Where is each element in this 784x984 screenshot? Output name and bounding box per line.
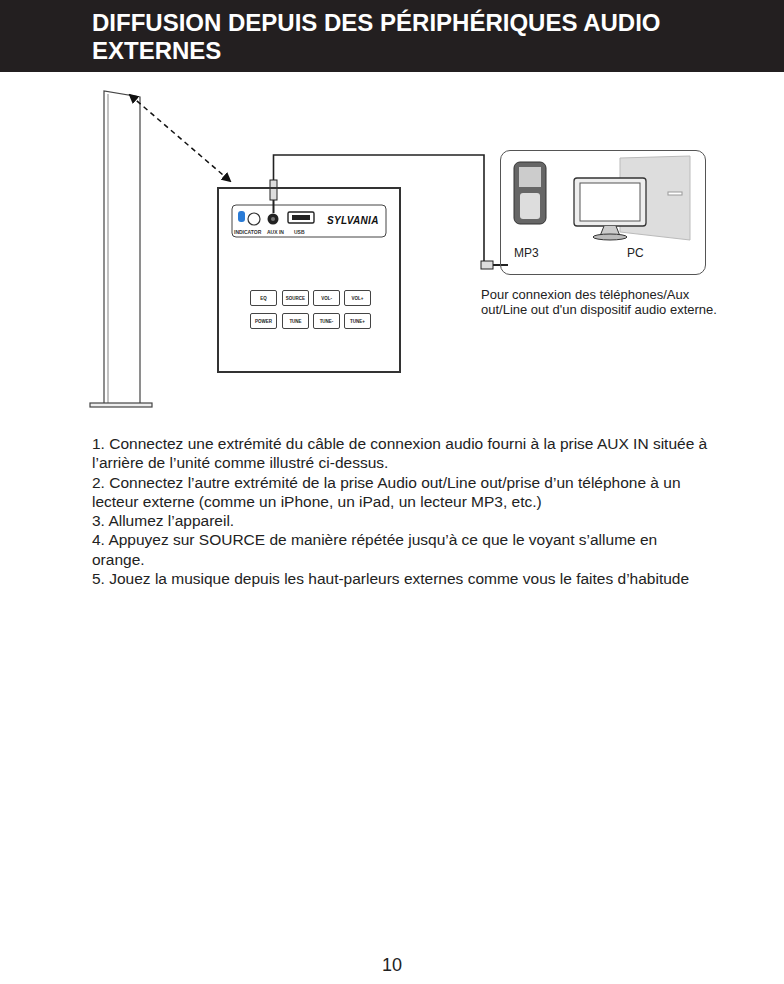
- title-bar: [0, 0, 784, 72]
- page-number: 10: [342, 955, 442, 976]
- caption-note: Pour connexion des téléphones/Aux out/Li…: [481, 287, 721, 317]
- audio-cable: [270, 155, 508, 269]
- instruction-step: 1. Connectez une extrémité du câble de c…: [92, 434, 710, 473]
- instruction-step: 2. Connectez l’autre extrémité de la pri…: [92, 473, 710, 512]
- pc: [574, 156, 690, 240]
- panel-button: TUNE+: [344, 313, 371, 329]
- button-label: SOURCE: [286, 296, 305, 301]
- device-box: MP3 PC: [500, 150, 706, 275]
- instruction-step: 5. Jouez la musique depuis les haut-parl…: [92, 569, 710, 588]
- page-title: DIFFUSION DEPUIS DES PÉRIPHÉRIQUES AUDIO…: [92, 9, 732, 65]
- indicator-label: INDICATOR: [234, 229, 261, 235]
- button-label: TUNE-: [320, 319, 334, 324]
- panel-button: POWER: [250, 313, 277, 329]
- panel-details: [232, 205, 386, 237]
- aux-in-label: AUX IN: [267, 229, 284, 235]
- button-label: EQ: [260, 296, 267, 301]
- panel-button: SOURCE: [282, 290, 309, 306]
- tower-speaker: [90, 91, 152, 407]
- mp3-player: [514, 162, 546, 224]
- usb-label: USB: [294, 229, 305, 235]
- panel-button: TUNE-: [313, 313, 340, 329]
- brand-logo: SYLVANIA: [327, 215, 379, 226]
- button-label: TUNE: [289, 319, 301, 324]
- panel-button: VOL+: [344, 290, 371, 306]
- device-label: MP3: [514, 246, 539, 260]
- control-panel: INDICATOR AUX IN USB SYLVANIA EQ SOURCE VOL- VO…: [217, 187, 401, 373]
- button-label: POWER: [255, 319, 272, 324]
- device-label: PC: [627, 246, 644, 260]
- instruction-list: 1. Connectez une extrémité du câble de c…: [92, 434, 710, 588]
- button-label: VOL-: [321, 296, 332, 301]
- panel-button: TUNE: [282, 313, 309, 329]
- button-label: TUNE+: [350, 319, 365, 324]
- dashed-arrow: [130, 95, 230, 181]
- instruction-step: 4. Appuyez sur SOURCE de manière répétée…: [92, 530, 710, 569]
- instruction-step: 3. Allumez l’appareil.: [92, 511, 710, 530]
- panel-button: EQ: [250, 290, 277, 306]
- panel-button: VOL-: [313, 290, 340, 306]
- button-label: VOL+: [352, 296, 364, 301]
